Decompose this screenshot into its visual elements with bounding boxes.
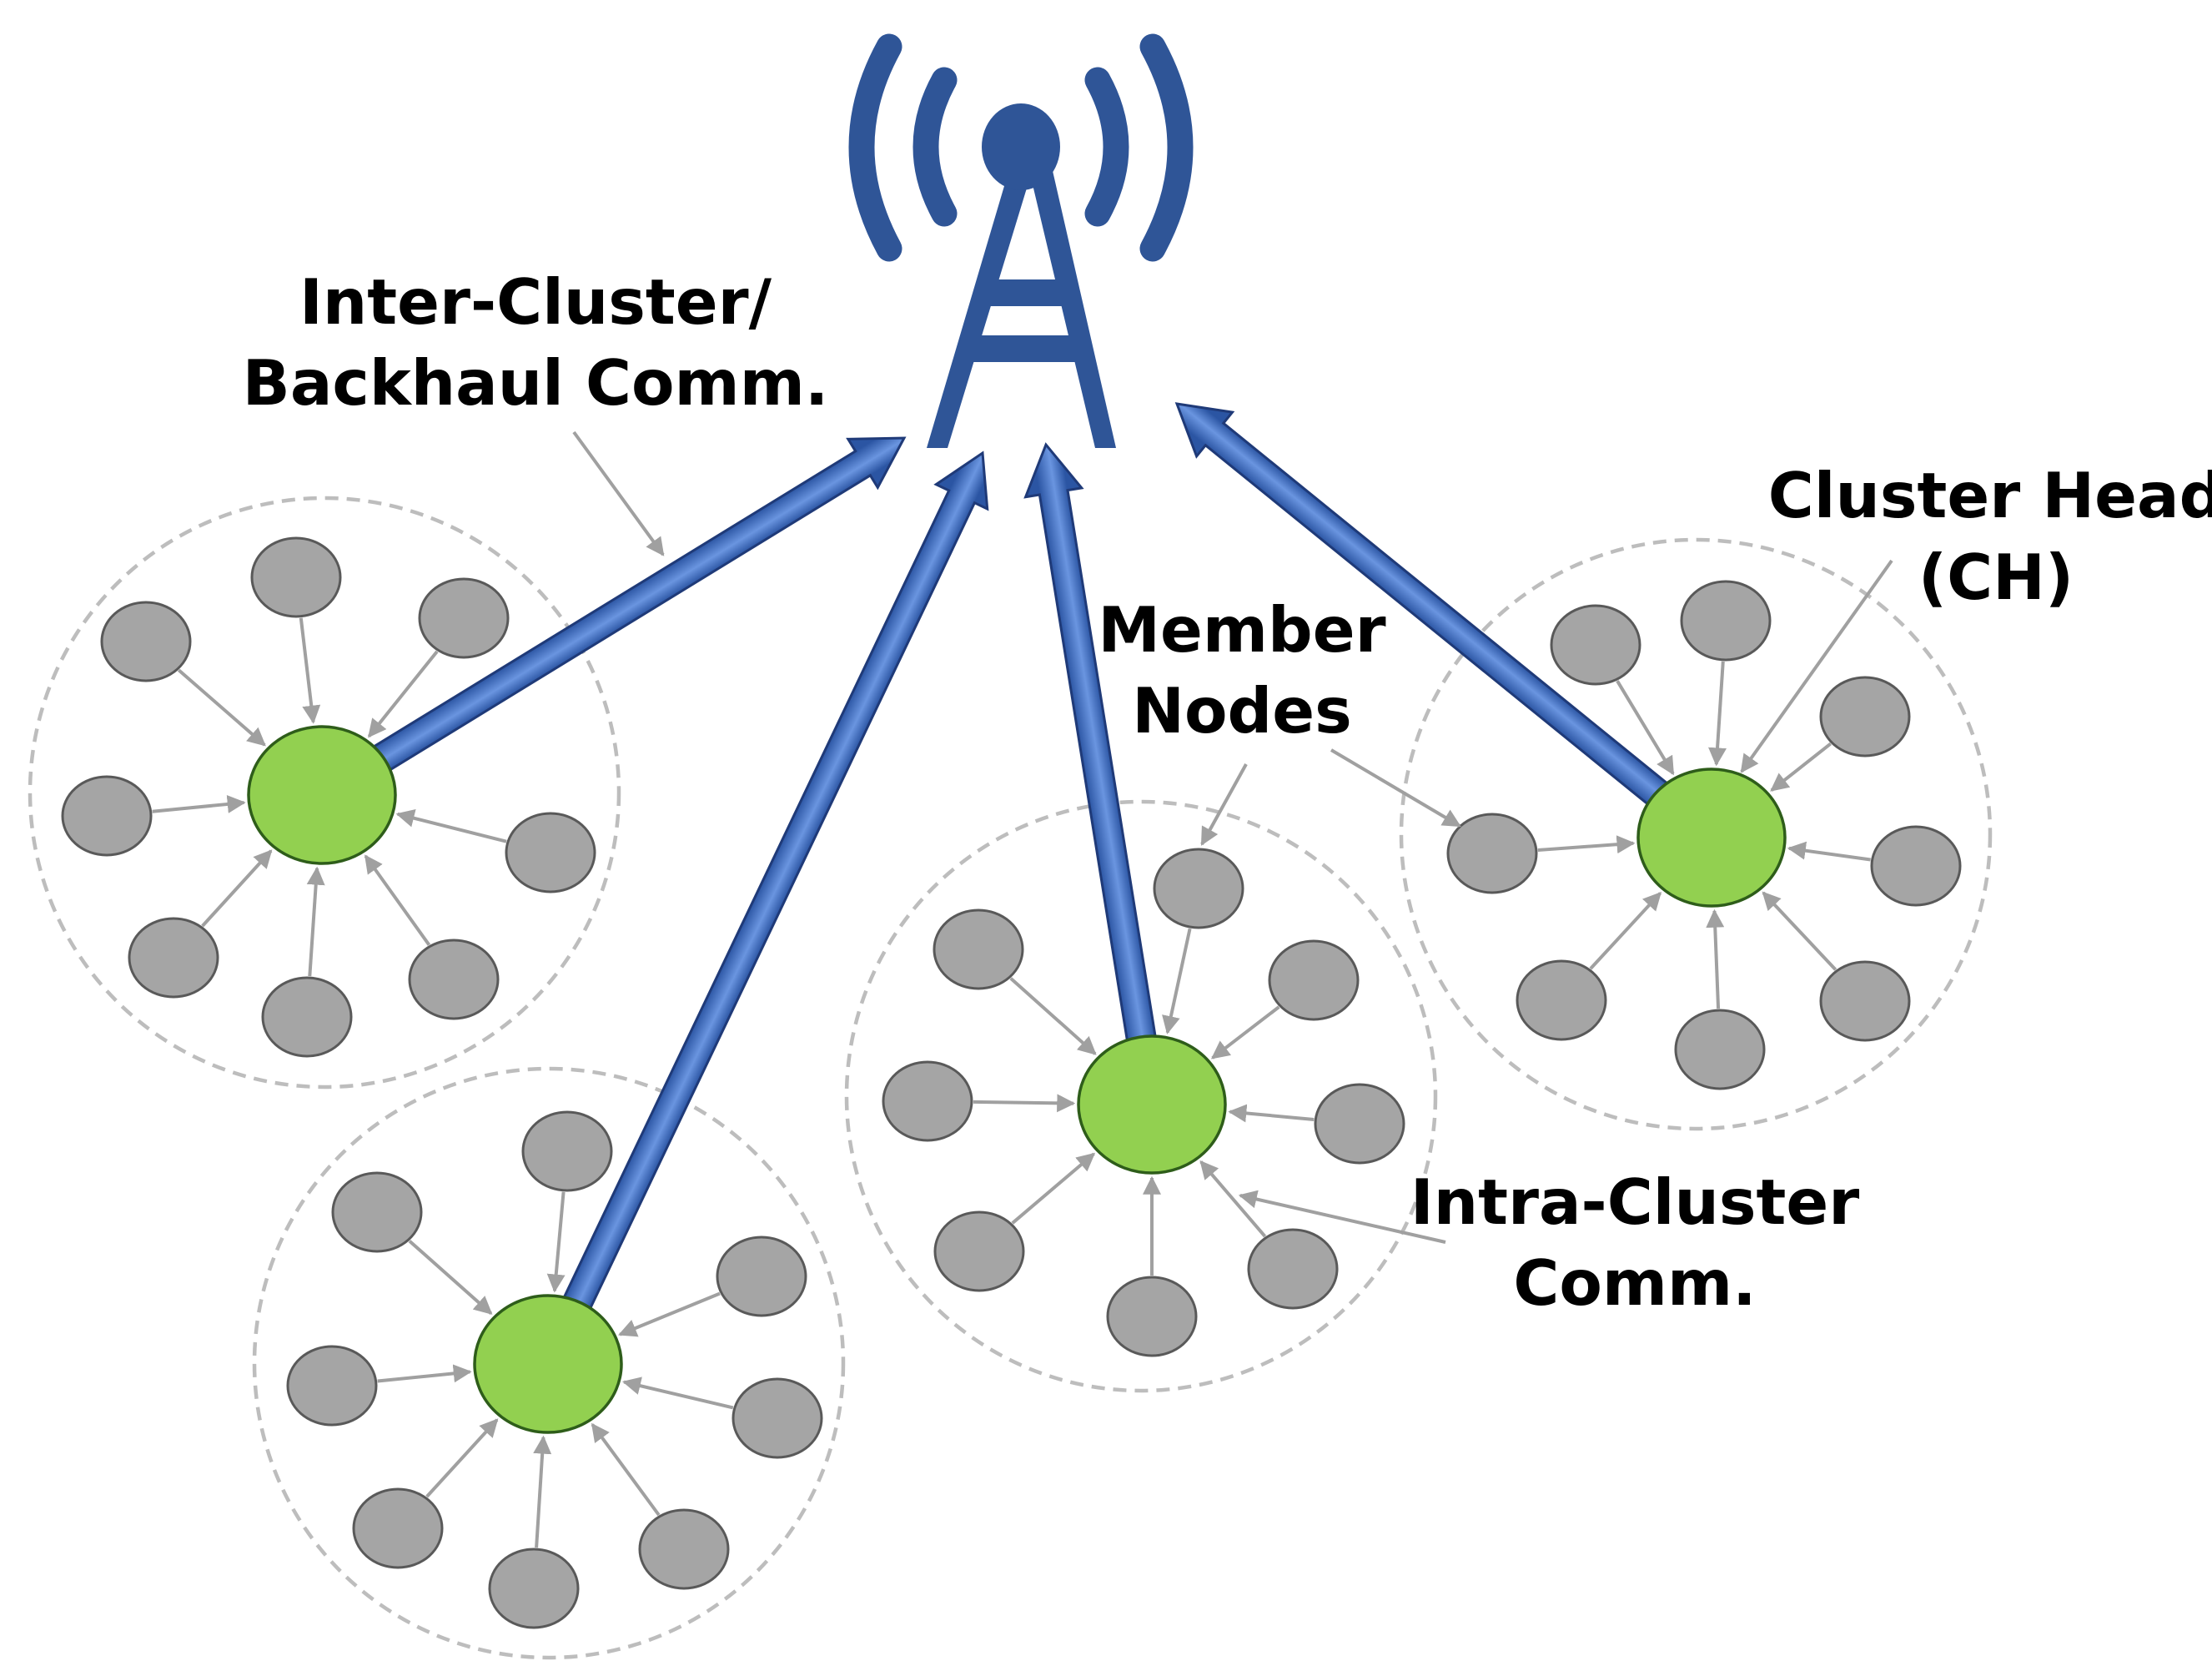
intra-cluster-pointer [1238,1190,1446,1244]
member-node [1268,939,1360,1021]
intra-cluster-link [546,1191,566,1293]
member-node [1819,960,1911,1042]
member-node [331,1171,423,1253]
intra-cluster-link [306,866,325,977]
cluster-head-label: Cluster Head (CH) [1768,459,2212,614]
member-node [1550,604,1641,686]
intra-cluster-link [533,1435,552,1548]
cluster-boundary [28,496,621,1090]
cluster-boundary [844,799,1438,1393]
cluster-head-node [473,1294,623,1434]
intra-cluster-link [177,668,266,747]
member-node [1314,1083,1405,1165]
cluster-head-label-line-1: Cluster Head [1768,459,2212,532]
member-nodes-pointer-down [1200,763,1248,846]
intra-cluster-link [367,650,439,738]
intra-cluster-link [1011,1152,1096,1225]
nodes [61,536,1962,1629]
intra-cluster-link [408,1240,493,1315]
intra-cluster-link [1616,680,1675,776]
member-node [286,1345,378,1427]
intra-cluster-link [1708,661,1727,767]
member-node [61,775,153,857]
intra-cluster-link [1210,1005,1280,1059]
intra-cluster-label: Intra-Cluster Comm. [1410,1165,1859,1320]
member-node [933,908,1024,990]
member-node [731,1377,823,1459]
member-node [408,939,500,1020]
member-nodes-label-line-2: Nodes [1132,674,1352,747]
member-node [352,1487,444,1569]
member-node [261,976,353,1058]
member-node [418,577,510,659]
cluster-boundaries [28,496,1993,1660]
member-node [1106,1276,1198,1357]
annotation-pointers [572,430,1893,1244]
member-node [1247,1228,1339,1310]
backhaul-arrow [1174,402,1677,814]
member-node [716,1236,807,1317]
member-node [1153,848,1244,929]
intra-cluster-link [1770,742,1832,792]
member-node [488,1548,580,1629]
cluster-head-node [1077,1034,1227,1175]
intra-cluster-link [591,1422,661,1517]
backhaul-arrow [362,436,907,778]
intra-cluster-link [1162,928,1192,1034]
intra-cluster-link [1762,891,1837,971]
cluster-head-node [1636,768,1787,908]
intra-cluster-link [1706,908,1725,1009]
intra-cluster-link [425,1418,499,1498]
member-node [521,1110,613,1192]
intra-cluster-label-line-1: Intra-Cluster [1410,1165,1859,1239]
backhaul-arrow [1023,442,1159,1051]
cluster-boundary [252,1066,846,1660]
member-nodes-pointer-right [1330,748,1461,828]
inter-cluster-label: Inter-Cluster/ Backhaul Comm. [243,265,829,420]
intra-cluster-link [1009,977,1097,1055]
intra-cluster-link [364,854,431,946]
cluster-head-label-line-2: (CH) [1918,541,2074,614]
member-node [505,812,596,893]
member-node [1819,676,1911,757]
member-node [128,917,219,999]
intra-cluster-link [201,849,273,928]
intra-cluster-link [1589,891,1662,970]
intra-cluster-link [1228,1104,1315,1123]
member-node [1674,1009,1766,1090]
intra-cluster-link [1199,1160,1267,1238]
member-node [1680,580,1772,662]
member-node [638,1508,730,1590]
intra-cluster-link [618,1291,721,1337]
cluster-head-pointer [1740,559,1893,773]
member-nodes-label: Member Nodes [1098,593,1385,747]
backhaul-links [362,402,1677,1320]
intra-cluster-link [621,1377,734,1410]
cluster-head-node [247,725,397,865]
cell-tower-icon [848,33,1194,448]
inter-cluster-label-line-2: Backhaul Comm. [243,346,829,420]
inter-cluster-label-line-1: Inter-Cluster/ [299,265,772,339]
intra-cluster-link [973,1094,1076,1113]
intra-cluster-link [1537,835,1636,854]
member-node [1516,959,1607,1041]
cluster-boundary [1399,537,1993,1131]
member-nodes-label-line-1: Member [1098,593,1385,667]
member-node [1446,813,1538,894]
member-node [882,1060,973,1142]
member-node [933,1210,1025,1292]
backhaul-arrow [558,450,989,1320]
intra-cluster-link [152,795,246,813]
inter-cluster-pointer [572,430,665,556]
intra-cluster-link [1787,841,1871,862]
member-node [1870,825,1962,907]
member-node [100,601,192,682]
intra-cluster-link [377,1364,472,1383]
member-node [250,536,342,618]
intra-cluster-link [395,809,507,843]
intra-cluster-label-line-2: Comm. [1513,1246,1756,1320]
intra-cluster-link [299,617,321,724]
intra-cluster-links [152,617,1871,1548]
